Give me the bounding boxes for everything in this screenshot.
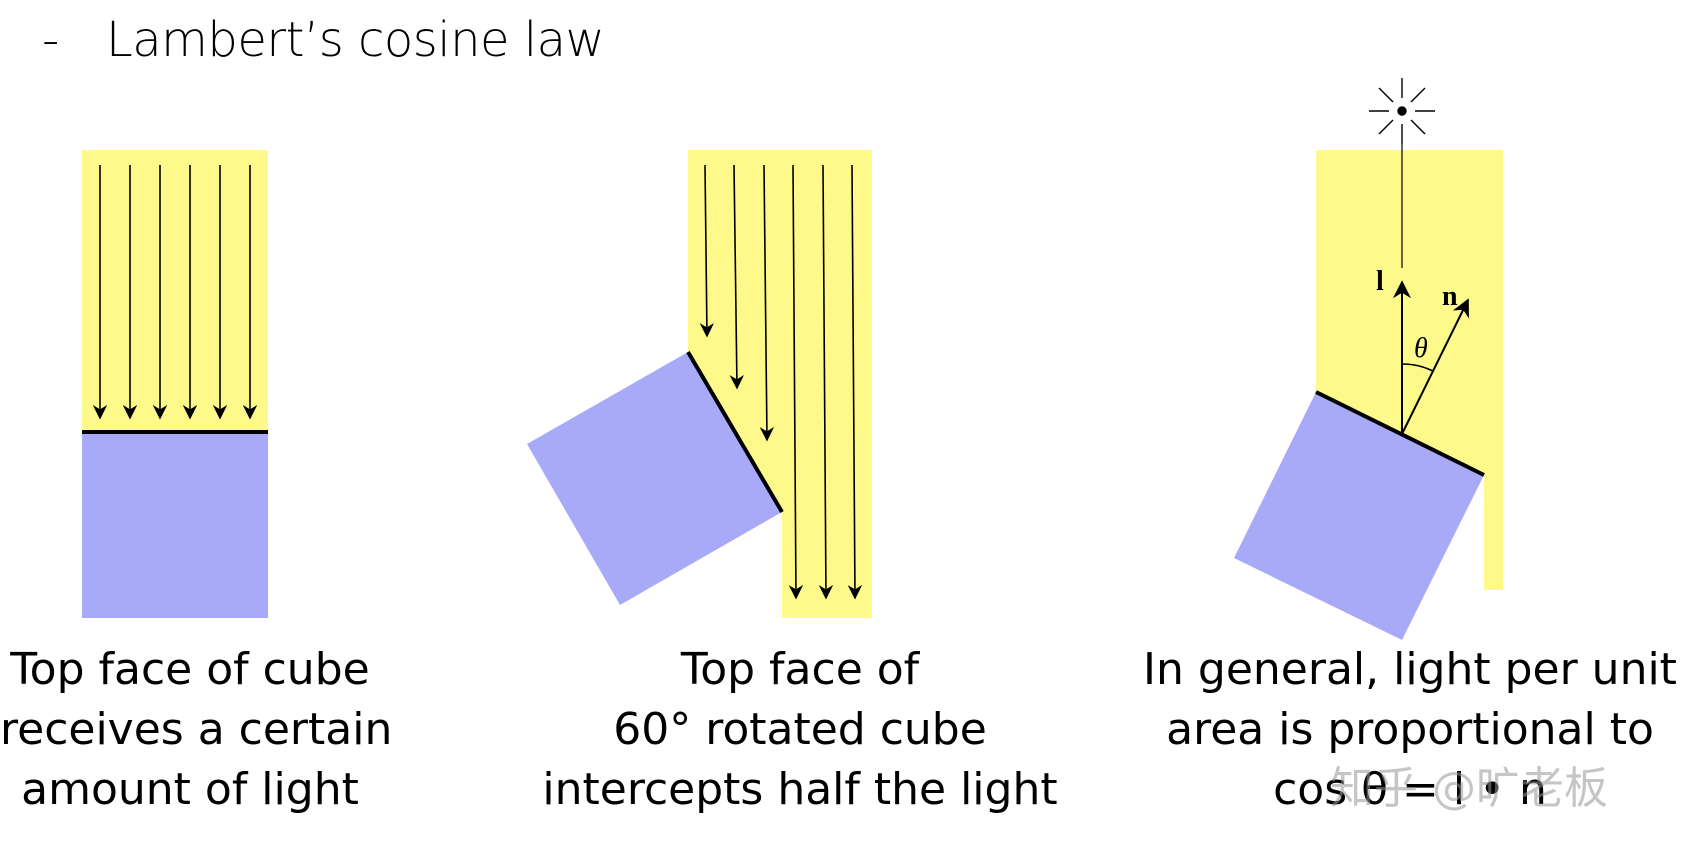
light-ray <box>847 164 863 600</box>
cube-top-face <box>1315 390 1485 477</box>
title-bullet: - <box>42 12 59 68</box>
light-ray <box>699 164 715 338</box>
cube-top-face <box>686 350 784 514</box>
cube <box>527 352 782 605</box>
light-ray <box>759 164 775 442</box>
slide-title: -Lambert’s cosine law <box>42 12 605 68</box>
cube <box>82 432 268 618</box>
watermark: 知乎 @旷老板 <box>1330 763 1608 814</box>
angle-arc <box>1401 363 1434 372</box>
panel-flat <box>82 150 268 618</box>
light-rays <box>699 164 863 600</box>
normal-vector-label: n <box>1442 281 1458 312</box>
caption-line: cos θ = l • n <box>1273 764 1547 815</box>
caption-line: amount of light <box>21 764 359 815</box>
light-ray <box>818 164 834 600</box>
normal-vector-arrow <box>1401 298 1469 435</box>
light-vector-label: l <box>1376 266 1384 297</box>
caption-line: 60° rotated cube <box>613 704 987 755</box>
caption-line: area is proportional to <box>1166 704 1654 755</box>
panel-rotated <box>527 150 872 618</box>
caption-general: In general, light per unit area is propo… <box>1140 640 1680 820</box>
caption-line: In general, light per unit <box>1143 644 1677 695</box>
light-rays <box>92 165 258 420</box>
title-text: Lambert’s cosine law <box>106 12 605 68</box>
sun-icon <box>1369 78 1435 144</box>
caption-line: Top face of <box>680 644 920 695</box>
caption-rotated: Top face of 60° rotated cube intercepts … <box>520 640 1080 820</box>
light-beam <box>82 150 268 432</box>
caption-line: receives a certain <box>0 704 393 755</box>
light-ray <box>788 164 804 600</box>
light-ray <box>729 164 745 390</box>
caption-line: Top face of cube <box>10 644 370 695</box>
caption-line: intercepts half the light <box>542 764 1058 815</box>
cube <box>1234 392 1484 640</box>
light-beam <box>1316 150 1503 590</box>
angle-label: θ <box>1414 333 1428 364</box>
caption-flat: Top face of cube receives a certain amou… <box>0 640 393 820</box>
panel-general: l n θ <box>1234 78 1503 640</box>
